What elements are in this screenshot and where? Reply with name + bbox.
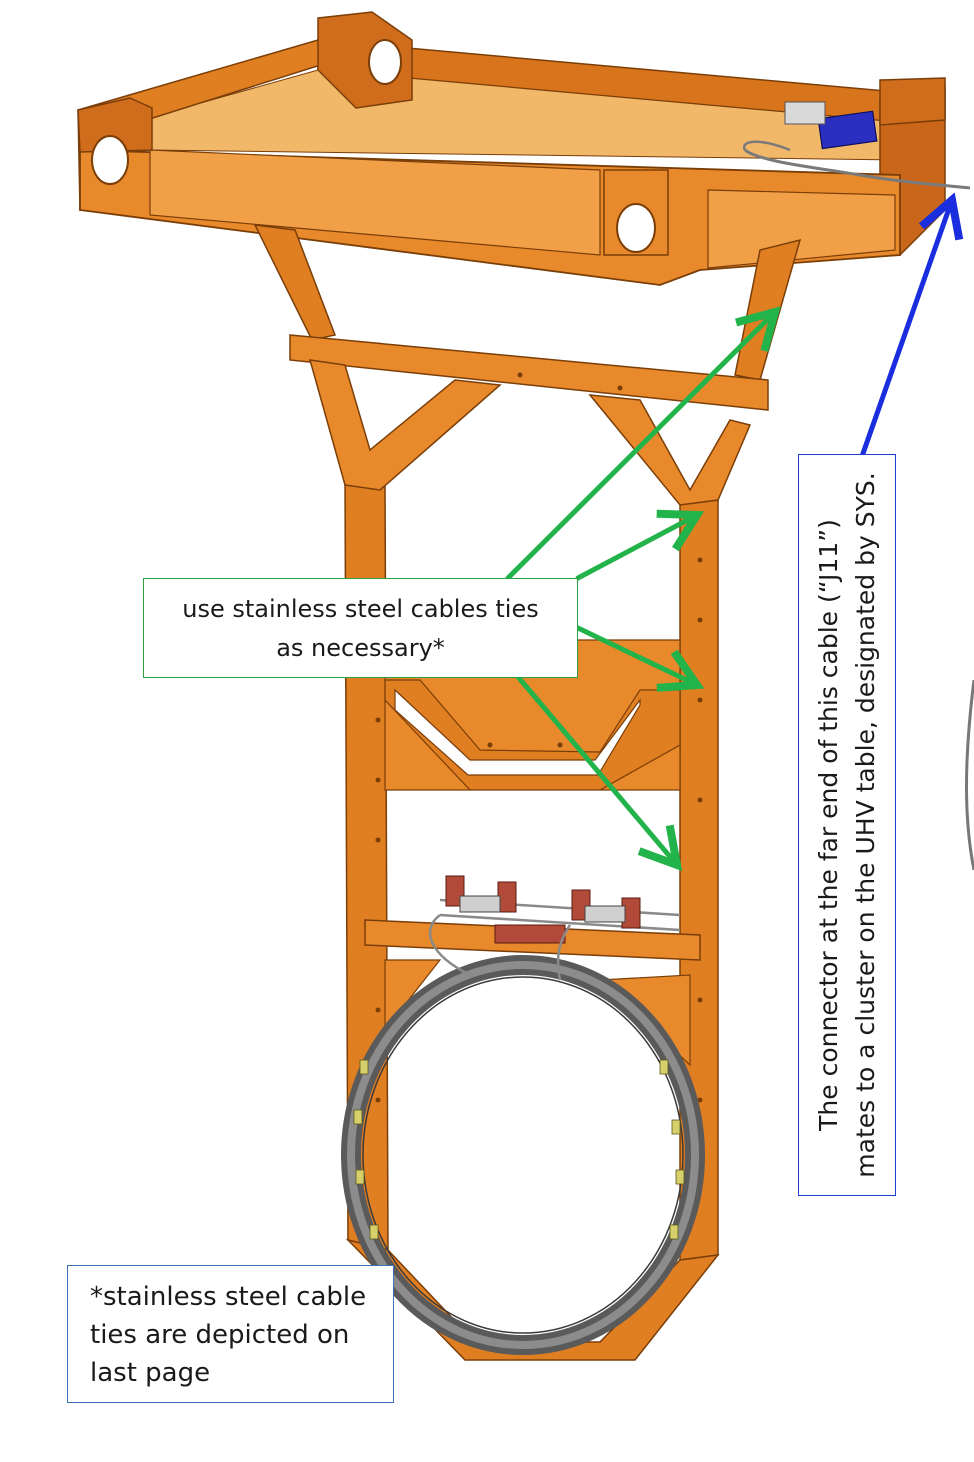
green-arrow-4 — [505, 662, 683, 872]
corner-post-front-left — [77, 97, 153, 153]
connector-block — [817, 110, 878, 150]
left-upper-strut — [253, 224, 337, 341]
hanging-frame — [253, 224, 802, 1361]
connector-cable — [744, 148, 971, 190]
bracket-left-post-2 — [497, 881, 517, 913]
frame-hole-front — [616, 203, 656, 253]
cable-ties-callout: use stainless steel cables ties as neces… — [143, 578, 578, 678]
ring-cable-right — [556, 924, 572, 981]
ring-inner-edge — [362, 976, 684, 1334]
upper-crossbar — [289, 334, 769, 411]
footnote-line-3: last page — [90, 1358, 211, 1388]
green-arrow-1 — [505, 306, 781, 581]
ring-clips — [353, 1059, 685, 1240]
bracket-assembly — [439, 875, 681, 944]
top-frame-front-slot — [149, 149, 601, 256]
ring-highlight — [347, 961, 699, 1349]
bolt-holes — [375, 372, 703, 1103]
top-frame-front-slot-right — [707, 189, 896, 269]
right-truss — [588, 394, 752, 506]
ring-cable-left — [428, 914, 471, 977]
connector-bracket — [784, 101, 826, 125]
cable-ties-callout-line-2: as necessary* — [276, 634, 445, 662]
connector-callout-text: The connector at the far end of this cab… — [810, 460, 884, 1190]
footnote-callout: *stainless steel cable ties are depicted… — [67, 1265, 394, 1403]
connector-callout-line-2: mates to a cluster on the UHV table, des… — [851, 472, 880, 1178]
connector-left — [459, 895, 501, 913]
green-arrow-2 — [575, 509, 705, 581]
footnote-line-2: ties are depicted on — [90, 1320, 350, 1350]
frame-hole-left — [91, 135, 129, 185]
blue-arrow — [857, 192, 964, 465]
bracket-base — [494, 924, 566, 944]
center-opening — [394, 688, 641, 776]
top-frame — [77, 11, 971, 286]
footnote-line-1: *stainless steel cable — [90, 1282, 367, 1312]
left-truss — [308, 359, 502, 491]
corner-post-back-right — [879, 77, 946, 126]
cable-ties-callout-line-1: use stainless steel cables ties — [182, 595, 539, 623]
connector-callout: The connector at the far end of this cab… — [798, 454, 896, 1196]
connector-right — [584, 905, 626, 923]
frame-hole-back — [368, 39, 402, 85]
connector-callout-line-1: The connector at the far end of this cab… — [814, 519, 843, 1131]
ring-assembly — [341, 914, 705, 1355]
green-arrows — [505, 306, 781, 872]
connector-cable-loop — [743, 140, 791, 152]
green-arrow-3 — [575, 625, 705, 692]
edge-arc — [965, 679, 974, 871]
